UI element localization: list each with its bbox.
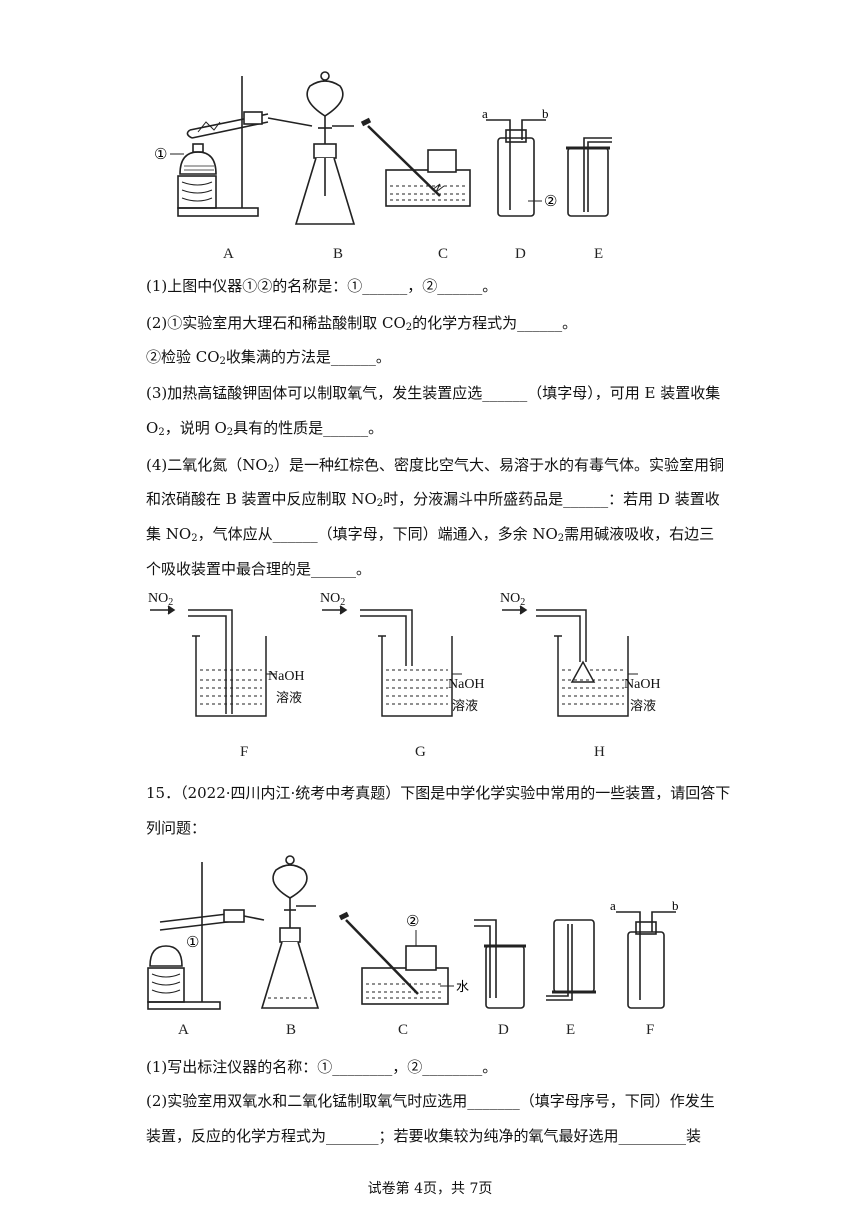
figure3-label-b: B	[286, 1022, 297, 1038]
q14-line-3-a: ②检验 CO	[146, 348, 220, 366]
figure-apparatus-a-to-e: ①	[140, 66, 620, 226]
q14-line-5-a: O	[146, 419, 159, 437]
h-solution: 溶液	[630, 699, 656, 714]
figure-absorbers: NO2 NO2 NO2 NaOH NaOH NaOH 溶液 溶液 溶液	[140, 588, 700, 728]
h-reagent: NaOH	[624, 677, 661, 692]
q14-line-6: (4)二氧化氮（NO2）是一种红棕色、密度比空气大、易溶于水的有毒气体。实验室用…	[146, 455, 726, 475]
figure1-label-d: D	[515, 246, 526, 262]
g-gas-label: NO2	[320, 591, 345, 608]
q14-line-1: (1)上图中仪器①②的名称是：①______，②______。	[146, 277, 498, 295]
figure2-label-g: G	[415, 744, 426, 760]
port-b-2: b	[672, 898, 679, 913]
q14-line-7-b: 时，分液漏斗中所盛药品是______：若用 D 装置收	[383, 490, 720, 508]
subscript: 2	[226, 427, 234, 438]
figure-apparatus-a-to-f: ① ② 水 a b	[140, 850, 700, 1020]
subscript: 2	[557, 533, 565, 544]
subscript: 2	[405, 322, 413, 333]
f-reagent: NaOH	[268, 669, 305, 684]
figure3-label-e: E	[566, 1022, 576, 1038]
port-b: b	[542, 106, 549, 121]
apparatus-drawing: ①	[154, 71, 612, 225]
figure2-label-f: F	[240, 744, 249, 760]
figure1-label-c: C	[438, 246, 449, 262]
apparatus-drawing-2: ① ② 水 a b	[147, 855, 679, 1010]
figure1-label-b: B	[333, 246, 344, 262]
q14-line-6-a: (4)二氧化氮（NO	[146, 456, 268, 474]
q14-line-3: ②检验 CO2收集满的方法是______。	[146, 347, 726, 367]
q15-question-2: (2)实验室用双氧水和二氧化锰制取氧气时应选用_______（填字母序号，下同）…	[146, 1092, 715, 1110]
q14-line-5: O2，说明 O2具有的性质是______。	[146, 418, 726, 438]
figure2-label-h: H	[594, 744, 605, 760]
g-reagent: NaOH	[448, 677, 485, 692]
q15-question-3: 装置，反应的化学方程式为_______；若要收集较为纯净的氧气最好选用_____…	[146, 1127, 702, 1145]
figure1-label-e: E	[594, 246, 604, 262]
q15-line-1: 15．（2022·四川内江·统考中考真题）下图是中学化学实验中常用的一些装置，请…	[146, 784, 731, 802]
f-solution: 溶液	[276, 691, 302, 706]
subscript: 2	[158, 427, 165, 438]
port-a-2: a	[610, 898, 616, 913]
q14-line-4: (3)加热高锰酸钾固体可以制取氧气，发生装置应选______（填字母），可用 E…	[146, 384, 721, 402]
f-gas-label: NO2	[148, 591, 173, 608]
q14-line-5-c: 具有的性质是______。	[233, 419, 384, 437]
q14-line-5-b: ，说明 O	[164, 419, 227, 437]
figure3-label-d: D	[498, 1022, 509, 1038]
q15-line-2: 列问题：	[146, 819, 207, 837]
port-a: a	[482, 106, 488, 121]
absorbers-drawing: NO2 NO2 NO2 NaOH NaOH NaOH 溶液 溶液 溶液	[148, 591, 661, 717]
q14-line-7: 和浓硝酸在 B 装置中反应制取 NO2时，分液漏斗中所盛药品是______：若用…	[146, 489, 726, 509]
subscript: 2	[219, 356, 226, 367]
page-footer: 试卷第 4页，共 7页	[367, 1181, 493, 1197]
figure3-label-f: F	[646, 1022, 655, 1038]
q14-line-2-b: 的化学方程式为______。	[412, 314, 578, 332]
q14-line-8: 集 NO2，气体应从______（填字母，下同）端通入，多余 NO2需用碱液吸收…	[146, 524, 726, 544]
marker-1-b: ①	[186, 935, 199, 951]
figure3-label-c: C	[398, 1022, 409, 1038]
q14-line-7-a: 和浓硝酸在 B 装置中反应制取 NO	[146, 490, 377, 508]
g-solution: 溶液	[452, 699, 478, 714]
q14-line-9: 个吸收装置中最合理的是______。	[146, 560, 372, 578]
water-label: 水	[456, 980, 469, 995]
q14-line-2-a: (2)①实验室用大理石和稀盐酸制取 CO	[146, 314, 406, 332]
q14-line-6-b: ）是一种红棕色、密度比空气大、易溶于水的有毒气体。实验室用铜	[274, 456, 725, 474]
subscript: 2	[376, 498, 384, 509]
q14-line-8-a: 集 NO	[146, 525, 192, 543]
marker-2-b: ②	[406, 914, 419, 930]
q14-line-3-b: 收集满的方法是______。	[225, 348, 391, 366]
h-gas-label: NO2	[500, 591, 525, 608]
q14-line-2: (2)①实验室用大理石和稀盐酸制取 CO2的化学方程式为______。	[146, 313, 726, 333]
marker-2: ②	[544, 194, 557, 210]
figure1-label-a: A	[223, 246, 234, 262]
figure3-label-a: A	[178, 1022, 189, 1038]
marker-1: ①	[154, 147, 167, 163]
subscript: 2	[191, 533, 198, 544]
subscript: 2	[267, 464, 275, 475]
q14-line-8-c: 需用碱液吸收，右边三	[564, 525, 715, 543]
q15-question-1: (1)写出标注仪器的名称：①________，②________。	[146, 1058, 498, 1076]
q14-line-8-b: ，气体应从______（填字母，下同）端通入，多余 NO	[197, 525, 558, 543]
